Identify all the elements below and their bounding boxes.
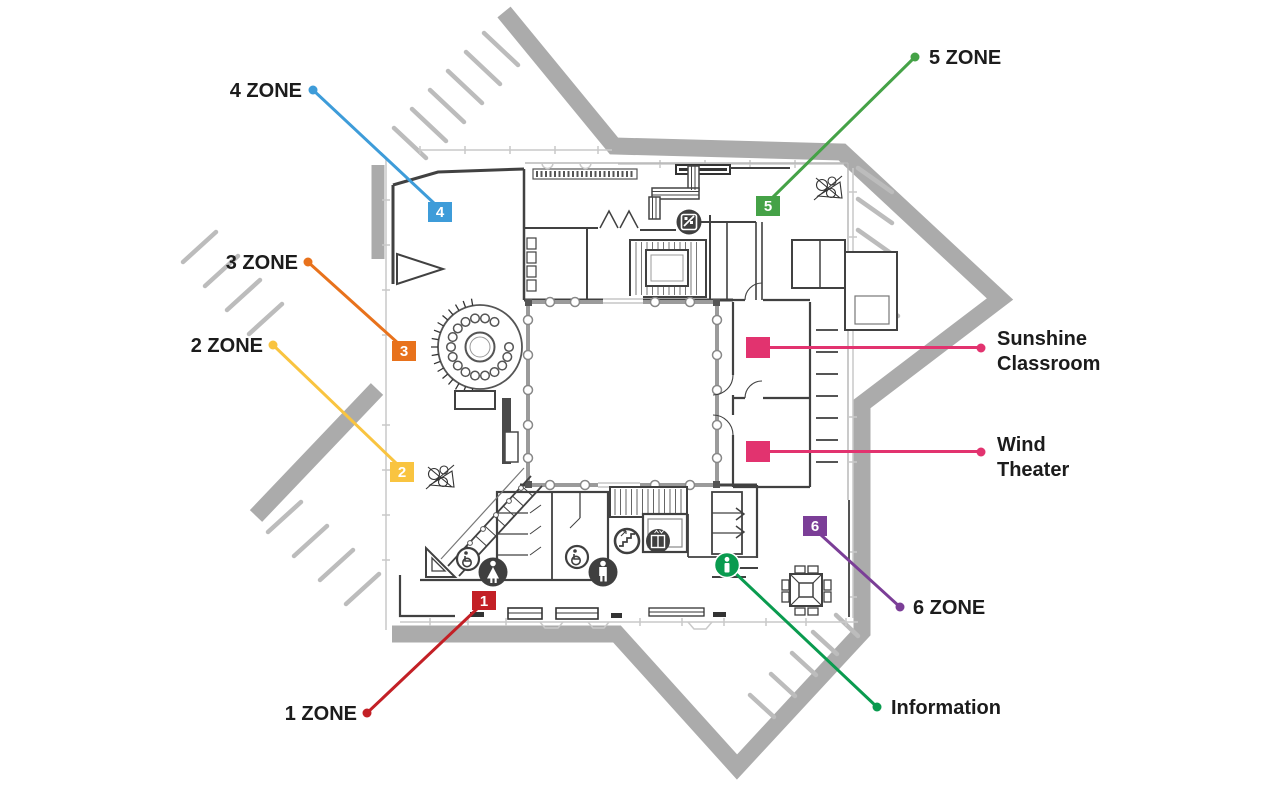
zone-6-callout: 6 6 ZONE — [803, 516, 985, 619]
information-icon-dot — [724, 556, 730, 562]
leader-line — [769, 55, 917, 201]
zone-4-marker[interactable] — [428, 202, 452, 222]
information-callout: Information — [713, 551, 1001, 719]
wind-theater-label-line2[interactable]: Theater — [997, 459, 1069, 481]
north-stairs — [629, 239, 707, 298]
information-icon[interactable] — [713, 551, 741, 579]
zone4-room — [391, 167, 526, 300]
zone-1-label[interactable]: 1 ZONE — [285, 703, 357, 725]
wheelchair-icon — [564, 544, 590, 570]
switchback-ramp — [648, 165, 700, 220]
plant-icon — [813, 175, 843, 201]
zone-2-marker[interactable] — [390, 462, 414, 482]
zone-4-callout: 4 4 ZONE — [230, 80, 452, 222]
leader-dot — [268, 340, 278, 350]
zone-5-callout: 5 5 ZONE — [756, 47, 1001, 216]
benches — [470, 607, 726, 620]
zone-6-marker-number: 6 — [811, 518, 819, 535]
north-bars — [532, 162, 731, 180]
zone-1-marker-number: 1 — [480, 593, 488, 610]
sunshine-classroom-label-line1[interactable]: Sunshine — [997, 328, 1087, 350]
leader-dot — [308, 85, 318, 95]
elevator-icon — [646, 529, 670, 553]
leader-dot — [362, 708, 372, 718]
roads — [249, 6, 1014, 780]
leader-dot — [303, 257, 313, 267]
zone-5-label[interactable]: 5 ZONE — [929, 47, 1001, 69]
sunshine-classroom-callout: Sunshine Classroom — [746, 328, 1100, 375]
wheelchair-icon — [455, 546, 481, 572]
zone-4-marker-number: 4 — [436, 204, 445, 221]
plant-icon — [425, 464, 455, 490]
zone-3-label[interactable]: 3 ZONE — [226, 252, 298, 274]
leader-line — [731, 569, 879, 709]
stairs-icon — [613, 527, 641, 555]
zone-1-callout: 1 1 ZONE — [285, 591, 496, 725]
wind-theater-callout: Wind Theater — [746, 434, 1069, 481]
reading-table — [781, 565, 832, 616]
classroom-wing — [712, 282, 838, 558]
restrooms — [420, 490, 610, 582]
leader-line — [306, 260, 401, 346]
zone-2-label[interactable]: 2 ZONE — [191, 335, 263, 357]
south-stairs — [609, 486, 688, 518]
leader-dot — [910, 52, 920, 62]
zone-5-marker-number: 5 — [764, 198, 772, 215]
zone-1-marker[interactable] — [472, 591, 496, 610]
information-icon-stem — [724, 563, 730, 573]
parking-stalls — [180, 30, 901, 720]
wind-theater-marker[interactable] — [746, 441, 770, 462]
leader-line — [819, 533, 902, 609]
information-label[interactable]: Information — [891, 697, 1001, 719]
wind-theater-label-line1[interactable]: Wind — [997, 434, 1046, 456]
leader-dot — [976, 343, 986, 353]
round-theater — [431, 298, 523, 464]
northeast-rooms — [700, 167, 898, 331]
zone-4-label[interactable]: 4 ZONE — [230, 80, 302, 102]
leader-dot — [872, 702, 882, 712]
restroom-women-icon — [478, 557, 508, 587]
leader-line — [365, 605, 481, 715]
northwest-rooms — [524, 209, 676, 300]
zone-3-marker-number: 3 — [400, 343, 408, 360]
zone-3-marker[interactable] — [392, 341, 416, 361]
central-hall — [520, 296, 757, 491]
elevator-icon — [676, 209, 702, 235]
leader-dot — [895, 602, 905, 612]
leader-line — [311, 88, 438, 207]
zone-5-marker[interactable] — [756, 196, 780, 216]
leader-dot — [976, 447, 986, 457]
zone-6-label[interactable]: 6 ZONE — [913, 597, 985, 619]
sunshine-classroom-label-line2[interactable]: Classroom — [997, 353, 1100, 375]
restroom-men-icon — [588, 557, 618, 587]
sunshine-classroom-marker[interactable] — [746, 337, 770, 358]
zone-3-callout: 3 3 ZONE — [226, 252, 416, 361]
zone-6-marker[interactable] — [803, 516, 827, 536]
zone-2-callout: 2 2 ZONE — [191, 335, 414, 482]
zone-2-marker-number: 2 — [398, 464, 406, 481]
leader-line — [271, 343, 399, 466]
